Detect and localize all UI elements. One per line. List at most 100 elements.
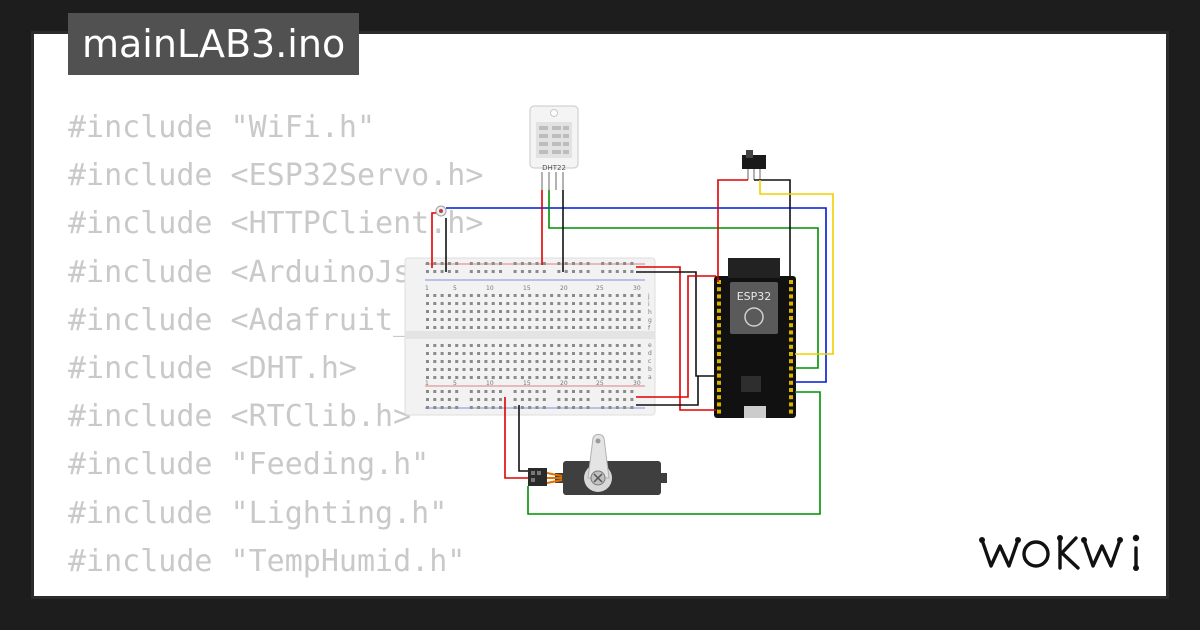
breadboard-hole	[557, 302, 561, 305]
breadboard-hole	[593, 318, 597, 321]
esp32-pin	[789, 380, 793, 385]
breadboard-hole	[440, 262, 444, 265]
breadboard-hole	[572, 360, 575, 363]
breadboard-hole	[447, 398, 451, 401]
breadboard-hole	[637, 310, 641, 313]
breadboard-hole	[513, 310, 517, 313]
breadboard-hole	[513, 344, 517, 347]
breadboard-hole	[426, 376, 429, 379]
file-name-tab: mainLAB3.ino	[68, 13, 360, 75]
breadboard-hole	[572, 390, 575, 393]
breadboard-hole	[608, 360, 612, 363]
breadboard-hole	[520, 326, 524, 329]
breadboard-hole	[426, 270, 429, 273]
breadboard-hole	[447, 262, 451, 265]
breadboard-hole	[426, 294, 429, 297]
breadboard-hole	[528, 302, 532, 305]
breadboard-hole	[564, 302, 568, 305]
breadboard-hole	[630, 390, 634, 393]
breadboard-hole	[520, 302, 524, 305]
breadboard-hole	[447, 344, 451, 347]
breadboard-hole	[484, 390, 488, 393]
breadboard-hole	[564, 360, 568, 363]
breadboard-hole	[506, 344, 510, 347]
breadboard-hole	[433, 318, 437, 321]
breadboard-hole	[528, 360, 532, 363]
breadboard-hole	[506, 368, 510, 371]
breadboard-hole	[499, 368, 502, 371]
esp32-pin	[717, 359, 721, 364]
breadboard-hole	[593, 368, 597, 371]
breadboard-hole	[455, 352, 459, 355]
breadboard-hole	[572, 406, 575, 409]
breadboard-hole	[447, 302, 451, 305]
esp32-pin	[717, 308, 721, 313]
breadboard-hole	[579, 262, 583, 265]
breadboard-hole	[433, 294, 437, 297]
breadboard-hole	[477, 318, 481, 321]
breadboard-hole	[513, 302, 517, 305]
breadboard-hole	[440, 302, 444, 305]
breadboard-hole	[637, 344, 641, 347]
breadboard-hole	[542, 318, 546, 321]
breadboard-hole	[513, 326, 517, 329]
esp32-pin	[717, 402, 721, 407]
breadboard-hole	[440, 390, 444, 393]
breadboard-hole	[528, 376, 532, 379]
breadboard-hole	[426, 318, 429, 321]
breadboard-hole	[477, 406, 481, 409]
breadboard-hole	[630, 318, 634, 321]
breadboard-hole	[542, 352, 546, 355]
breadboard-hole	[630, 344, 634, 347]
breadboard-hole	[535, 326, 539, 329]
breadboard-hole	[513, 376, 517, 379]
breadboard-hole	[455, 398, 459, 401]
breadboard-hole	[608, 344, 612, 347]
breadboard-hole	[499, 352, 502, 355]
breadboard-hole	[491, 294, 495, 297]
breadboard-hole	[615, 398, 619, 401]
breadboard-hole	[535, 360, 539, 363]
breadboard-hole	[477, 360, 481, 363]
breadboard-hole	[623, 398, 627, 401]
breadboard-hole	[608, 390, 612, 393]
breadboard-hole	[615, 302, 619, 305]
breadboard-hole	[557, 310, 561, 313]
breadboard-hole	[564, 270, 568, 273]
breadboard-hole	[630, 294, 634, 297]
code-preview: #include "WiFi.h"#include <ESP32Servo.h>…	[68, 104, 754, 596]
breadboard-hole	[484, 262, 488, 265]
breadboard-hole	[447, 360, 451, 363]
breadboard-hole	[608, 310, 612, 313]
esp32-pin	[789, 366, 793, 371]
breadboard-hole	[499, 376, 502, 379]
breadboard-hole	[601, 302, 605, 305]
servo-motor	[528, 433, 667, 495]
breadboard-hole	[513, 390, 517, 393]
breadboard-hole	[462, 344, 466, 347]
breadboard-hole	[557, 262, 561, 265]
breadboard-hole	[608, 352, 612, 355]
breadboard-hole	[440, 294, 444, 297]
wire-yellow	[759, 180, 834, 355]
breadboard-hole	[608, 270, 612, 273]
esp32-pin	[717, 366, 721, 371]
breadboard-hole	[535, 406, 539, 409]
breadboard-hole	[440, 344, 444, 347]
esp32-pin	[789, 330, 793, 335]
breadboard-hole	[535, 310, 539, 313]
esp32-pins	[717, 280, 793, 414]
breadboard-hole	[623, 376, 627, 379]
breadboard-hole	[469, 360, 473, 363]
breadboard-hole	[491, 318, 495, 321]
breadboard-hole	[550, 360, 554, 363]
breadboard-hole	[528, 326, 532, 329]
breadboard-hole	[455, 368, 459, 371]
esp32-pin	[717, 316, 721, 320]
breadboard-hole	[637, 302, 641, 305]
breadboard-hole	[484, 310, 488, 313]
breadboard-hole	[572, 294, 575, 297]
breadboard-hole	[455, 318, 459, 321]
breadboard-hole	[447, 368, 451, 371]
breadboard-hole	[557, 376, 561, 379]
